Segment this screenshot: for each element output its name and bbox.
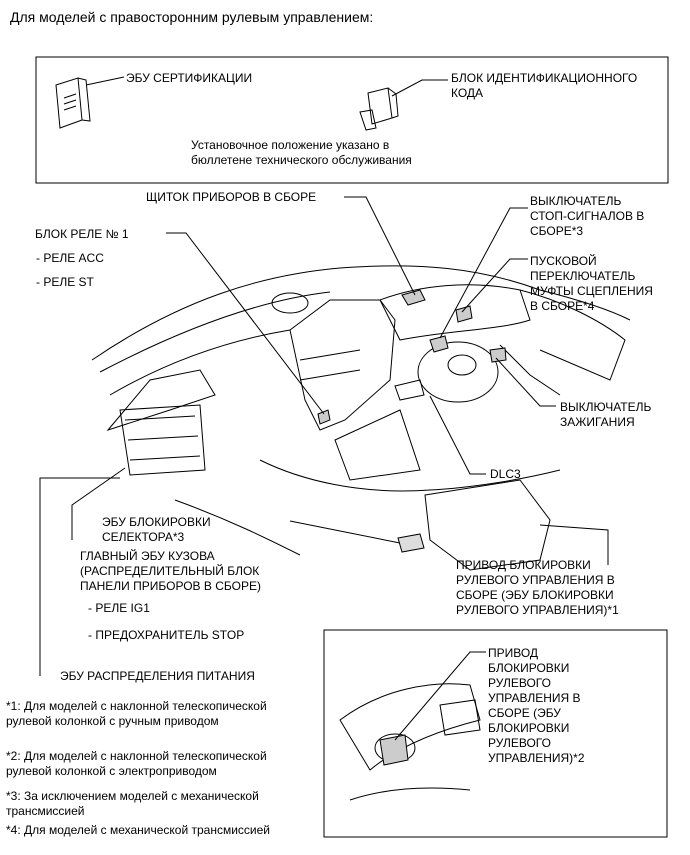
installation-note: Установочное положение указано в бюллете… bbox=[191, 138, 412, 167]
ecu-certification-icon bbox=[55, 77, 91, 129]
label-power-distribution-ecu: ЭБУ РАСПРЕДЕЛЕНИЯ ПИТАНИЯ bbox=[60, 669, 255, 683]
page-header: Для моделей с правосторонним рулевым упр… bbox=[10, 9, 374, 25]
leader-meter bbox=[344, 196, 416, 296]
label-dlc3: DLC3 bbox=[490, 467, 521, 481]
leader-clutch bbox=[461, 258, 528, 313]
label-ignition-switch: ВЫКЛЮЧАТЕЛЬ ЗАЖИГАНИЯ bbox=[560, 400, 652, 429]
label-relay-block: БЛОК РЕЛЕ № 1 bbox=[35, 227, 129, 241]
label-shift-lock-ecu: ЭБУ БЛОКИРОВКИ СЕЛЕКТОРА*3 bbox=[102, 515, 211, 544]
leader-steering2 bbox=[394, 651, 486, 741]
inset-illustration bbox=[339, 683, 481, 801]
label-relay-st: - РЕЛЕ ST bbox=[36, 275, 94, 289]
footnote-1: *1: Для моделей с наклонной телескопичес… bbox=[6, 699, 267, 728]
label-meter-assembly: ЩИТОК ПРИБОРОВ В СБОРЕ bbox=[146, 190, 317, 204]
label-stop-switch: ВЫКЛЮЧАТЕЛЬ СТОП-СИГНАЛОВ В СБОРЕ*3 bbox=[530, 194, 645, 238]
dashboard-outline bbox=[91, 265, 631, 571]
leader-shift bbox=[289, 520, 401, 544]
inset-box bbox=[323, 629, 668, 838]
leader-ignition bbox=[495, 357, 556, 407]
id-code-box-icon bbox=[359, 87, 399, 131]
label-ecu-certification: ЭБУ СЕРТИФИКАЦИИ bbox=[126, 71, 253, 85]
leader-power bbox=[39, 477, 120, 676]
leader-stop bbox=[439, 207, 528, 339]
label-steering-lock-2: ПРИВОД БЛОКИРОВКИ РУЛЕВОГО УПРАВЛЕНИЯ В … bbox=[488, 646, 585, 765]
footnote-4: *4: Для моделей с механической трансмисс… bbox=[6, 823, 271, 837]
leader-steering1 bbox=[539, 524, 609, 565]
label-relay-ig1: - РЕЛЕ IG1 bbox=[88, 601, 150, 615]
label-fuse-stop: - ПРЕДОХРАНИТЕЛЬ STOP bbox=[88, 628, 245, 642]
label-id-code-box: БЛОК ИДЕНТИФИКАЦИОННОГО КОДА bbox=[451, 71, 638, 100]
leader-dlc3 bbox=[429, 395, 486, 475]
top-info-box bbox=[35, 56, 669, 184]
leader-relay bbox=[166, 232, 325, 415]
footnote-2: *2: Для моделей с наклонной телескопичес… bbox=[6, 749, 267, 778]
leader-main-body bbox=[71, 467, 126, 540]
label-steering-lock-1: ПРИВОД БЛОКИРОВКИ РУЛЕВОГО УПРАВЛЕНИЯ В … bbox=[456, 558, 619, 617]
label-relay-acc: - РЕЛЕ ACC bbox=[36, 251, 104, 265]
label-clutch-switch: ПУСКОВОЙ ПЕРЕКЛЮЧАТЕЛЬ МУФТЫ СЦЕПЛЕНИЯ В… bbox=[530, 254, 653, 313]
label-main-body-ecu: ГЛАВНЫЙ ЭБУ КУЗОВА (РАСПРЕДЕЛИТЕЛЬНЫЙ БЛ… bbox=[80, 549, 261, 593]
footnote-3: *3: За исключением моделей с механическо… bbox=[6, 789, 259, 818]
